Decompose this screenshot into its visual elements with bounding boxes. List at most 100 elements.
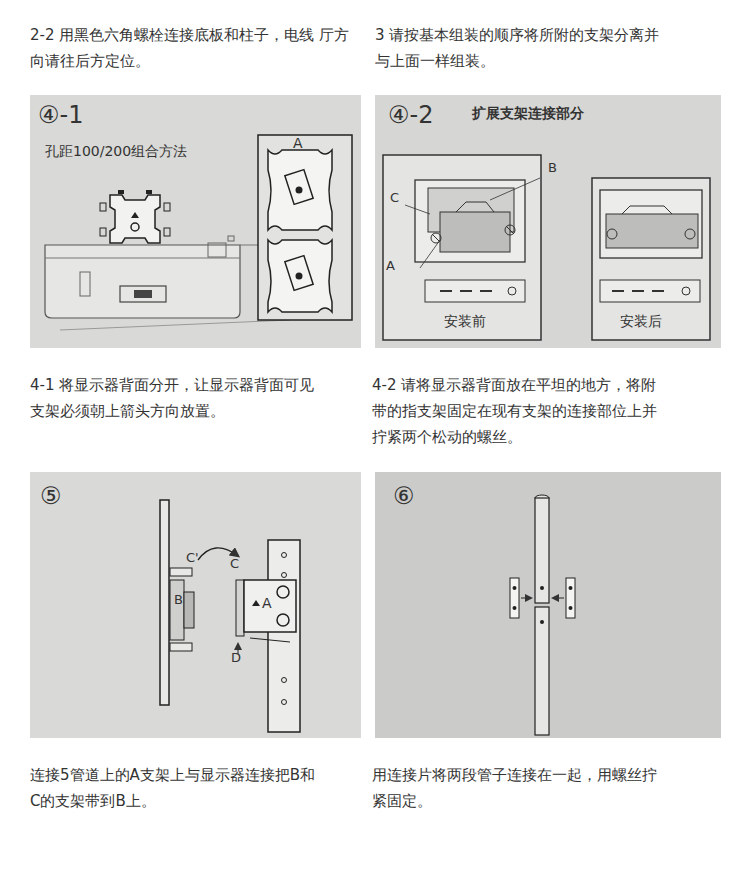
drawing-part <box>600 190 702 258</box>
step-number: ⑤ <box>40 481 62 511</box>
step-number: ④-1 <box>38 100 83 130</box>
drawing-part <box>510 578 519 618</box>
drawing-part <box>60 320 290 330</box>
drawing-part <box>134 290 152 298</box>
drawing-part <box>131 223 139 231</box>
part-label: D <box>231 650 241 667</box>
drawing-part <box>440 212 510 252</box>
drawing-part <box>480 290 492 292</box>
drawing-part <box>505 225 515 235</box>
drawing-part <box>513 586 517 590</box>
figure-title: 孔距100/200组合方法 <box>45 142 187 160</box>
drawing-part <box>244 580 296 632</box>
drawing-part <box>282 573 287 578</box>
part-label: A <box>262 594 272 612</box>
drawing-part <box>521 598 531 599</box>
step-number: ⑥ <box>393 481 415 511</box>
drawing-part <box>252 600 260 606</box>
drawing-part <box>535 498 549 603</box>
drawing-part <box>622 206 672 214</box>
drawing-part <box>45 245 240 318</box>
drawing-part <box>131 212 139 218</box>
drawing-part <box>164 228 170 236</box>
drawing-part <box>277 614 289 626</box>
panel-5 <box>30 472 361 738</box>
drawing-part <box>606 214 698 248</box>
drawing-part <box>569 586 573 590</box>
drawing-part <box>170 580 184 640</box>
drawing-part <box>383 155 541 340</box>
drawing-part <box>100 228 106 236</box>
drawing-part <box>258 135 352 320</box>
drawing-part <box>535 607 549 735</box>
drawing-part <box>607 229 617 239</box>
drawing-part <box>440 290 452 292</box>
drawing-part <box>685 229 695 239</box>
drawing-part <box>268 240 332 312</box>
drawing-part <box>431 233 441 243</box>
drawing-part <box>285 256 313 291</box>
drawing-part <box>569 606 573 610</box>
drawing-part <box>508 287 516 295</box>
drawing-part <box>296 273 303 280</box>
drawing-part <box>170 643 192 651</box>
drawing-part <box>268 540 300 732</box>
drawing-part <box>282 553 287 558</box>
drawing-part <box>490 178 540 200</box>
drawing-part <box>456 202 494 212</box>
drawing-part <box>285 170 313 205</box>
drawing-part <box>513 606 517 610</box>
drawing-part <box>540 586 544 590</box>
drawing-part <box>282 678 287 683</box>
drawing-part <box>236 580 244 636</box>
part-label: A <box>293 134 303 152</box>
instruction-text: 4-2 请将显示器背面放在平坦的地方，将附 带的指支架固定在现有支架的连接部位上… <box>372 372 664 450</box>
drawing-part <box>146 190 152 194</box>
drawing-part <box>170 568 192 576</box>
drawing-part <box>375 95 721 348</box>
drawing-part <box>277 586 289 598</box>
drawing-part <box>682 287 690 295</box>
figure-title: 扩展支架连接部分 <box>472 104 584 122</box>
drawing-part <box>110 195 160 243</box>
panel-6 <box>375 472 721 738</box>
drawing-part <box>432 234 440 242</box>
drawing-part <box>415 180 525 262</box>
drawing-part <box>282 700 287 705</box>
instruction-text: 用连接片将两段管子连接在一起，用螺丝拧 紧固定。 <box>372 762 665 814</box>
figure-caption: 安装后 <box>620 312 662 330</box>
drawing-part <box>553 598 564 599</box>
drawing-part <box>425 280 525 302</box>
drawing-part <box>652 290 664 292</box>
drawing-part <box>100 203 106 211</box>
drawing-part <box>228 236 234 241</box>
part-label: B <box>548 160 557 177</box>
drawing-part <box>120 286 166 302</box>
drawing-part <box>540 620 544 624</box>
instruction-text: 3 请按基本组装的顺序将所附的支架分离并 与上面一样组装。 <box>375 22 667 74</box>
drawing-part <box>405 205 430 214</box>
instruction-text: 2-2 用黑色六角螺栓连接底板和柱子，电线 厅方向请往后方定位。 <box>30 22 352 74</box>
drawing-part <box>375 472 721 738</box>
drawing-part <box>632 290 644 292</box>
drawing-part <box>250 638 290 642</box>
panel-4-2 <box>375 95 721 348</box>
drawing-part <box>296 187 303 194</box>
drawing-part <box>118 190 124 194</box>
drawing-part <box>160 500 169 705</box>
drawing-part <box>592 178 710 340</box>
drawing-part <box>45 258 240 259</box>
instruction-text: 4-1 将显示器背面分开，让显示器背面可见 支架必须朝上箭头方向放置。 <box>30 372 322 424</box>
part-label: C' <box>186 550 199 567</box>
drawing-part <box>208 243 226 257</box>
drawing-part <box>184 592 194 628</box>
drawing-part <box>420 240 440 268</box>
drawing-part <box>30 95 361 348</box>
step-number: ④-2 <box>388 100 433 130</box>
figure-caption: 安装前 <box>444 312 486 330</box>
part-label: C <box>390 190 399 207</box>
drawing-part <box>80 272 90 296</box>
drawing-part <box>566 578 575 618</box>
drawing-part <box>506 226 514 234</box>
